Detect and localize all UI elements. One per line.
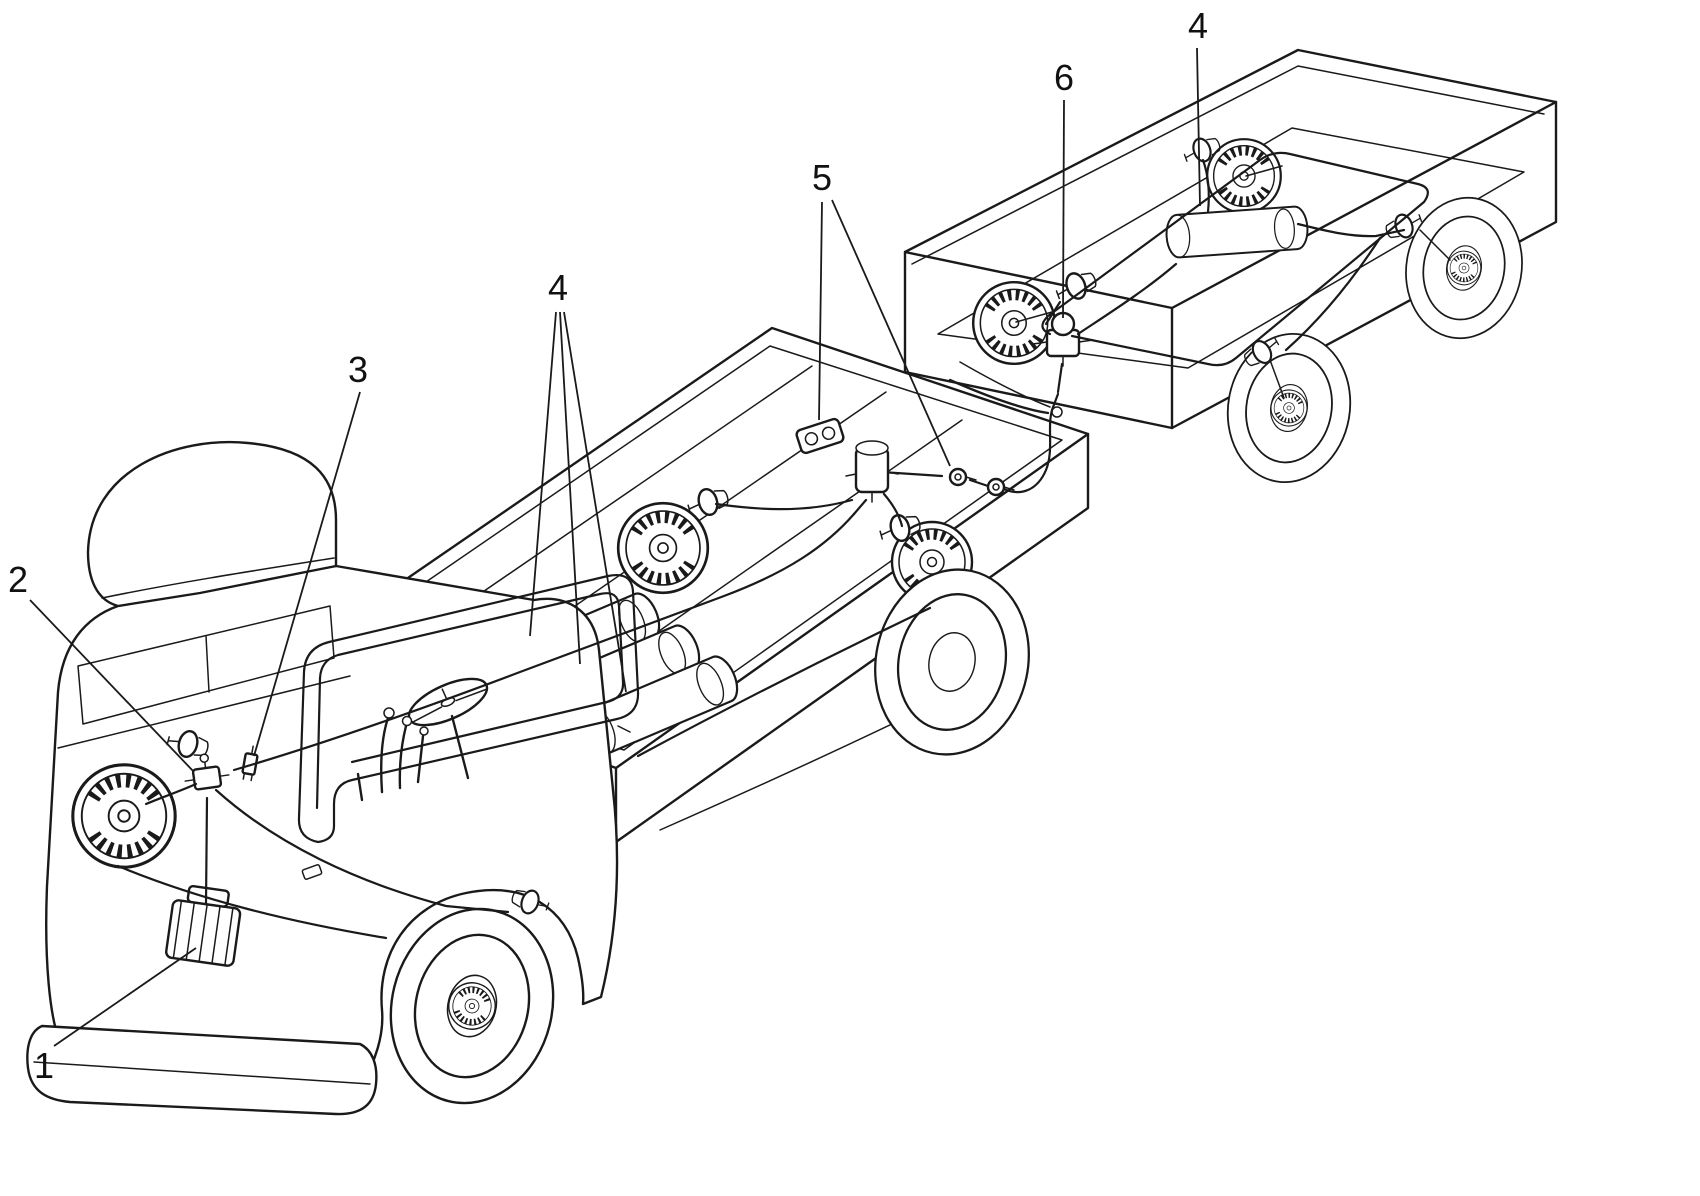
cab-roof [86,440,338,608]
callout-4-truck: 4 [529,267,627,693]
callouts: 1 2 3 4 5 6 4 [8,5,1208,1086]
chassis-air-lines [232,392,1060,772]
trailer-wheel-front-right [1215,323,1363,493]
callout-5-label: 5 [812,157,832,198]
rear-port-valve [795,417,845,455]
windshield [77,605,335,725]
truck-wheel-rear-right [857,553,1047,771]
truck-brake-drum-front-right [73,765,175,867]
callout-3: 3 [253,349,368,757]
callout-5: 5 [812,157,951,467]
hose-coupling-1 [948,467,978,487]
callout-1-label: 1 [34,1045,54,1086]
cab-interior-piping [297,574,640,844]
callout-3-label: 3 [348,349,368,390]
callout-1: 1 [34,947,197,1086]
relay-valve [845,440,899,503]
truck-brake-drum-rear-left [618,503,708,593]
front-air-lines [116,782,510,940]
trailer-brake-valve [1032,311,1094,367]
callout-4-trailer: 4 [1188,5,1208,207]
inline-fitting [301,864,323,880]
front-bumper [26,1024,378,1116]
trailer-wheels [973,139,1534,493]
control-levers [356,707,429,802]
trailer-brake-drum-rear-left [1207,139,1281,213]
trailer-air-lines [1041,151,1429,394]
callout-2: 2 [8,559,195,773]
callout-6: 6 [1054,57,1074,319]
callout-6-label: 6 [1054,57,1074,98]
callout-4-truck-label: 4 [548,267,568,308]
hose-coupling-2 [986,477,1016,497]
trailer-wheel-rear-right [1394,187,1534,349]
callout-4-trailer-label: 4 [1188,5,1208,46]
line-fitting [241,745,259,782]
callout-2-label: 2 [8,559,28,600]
